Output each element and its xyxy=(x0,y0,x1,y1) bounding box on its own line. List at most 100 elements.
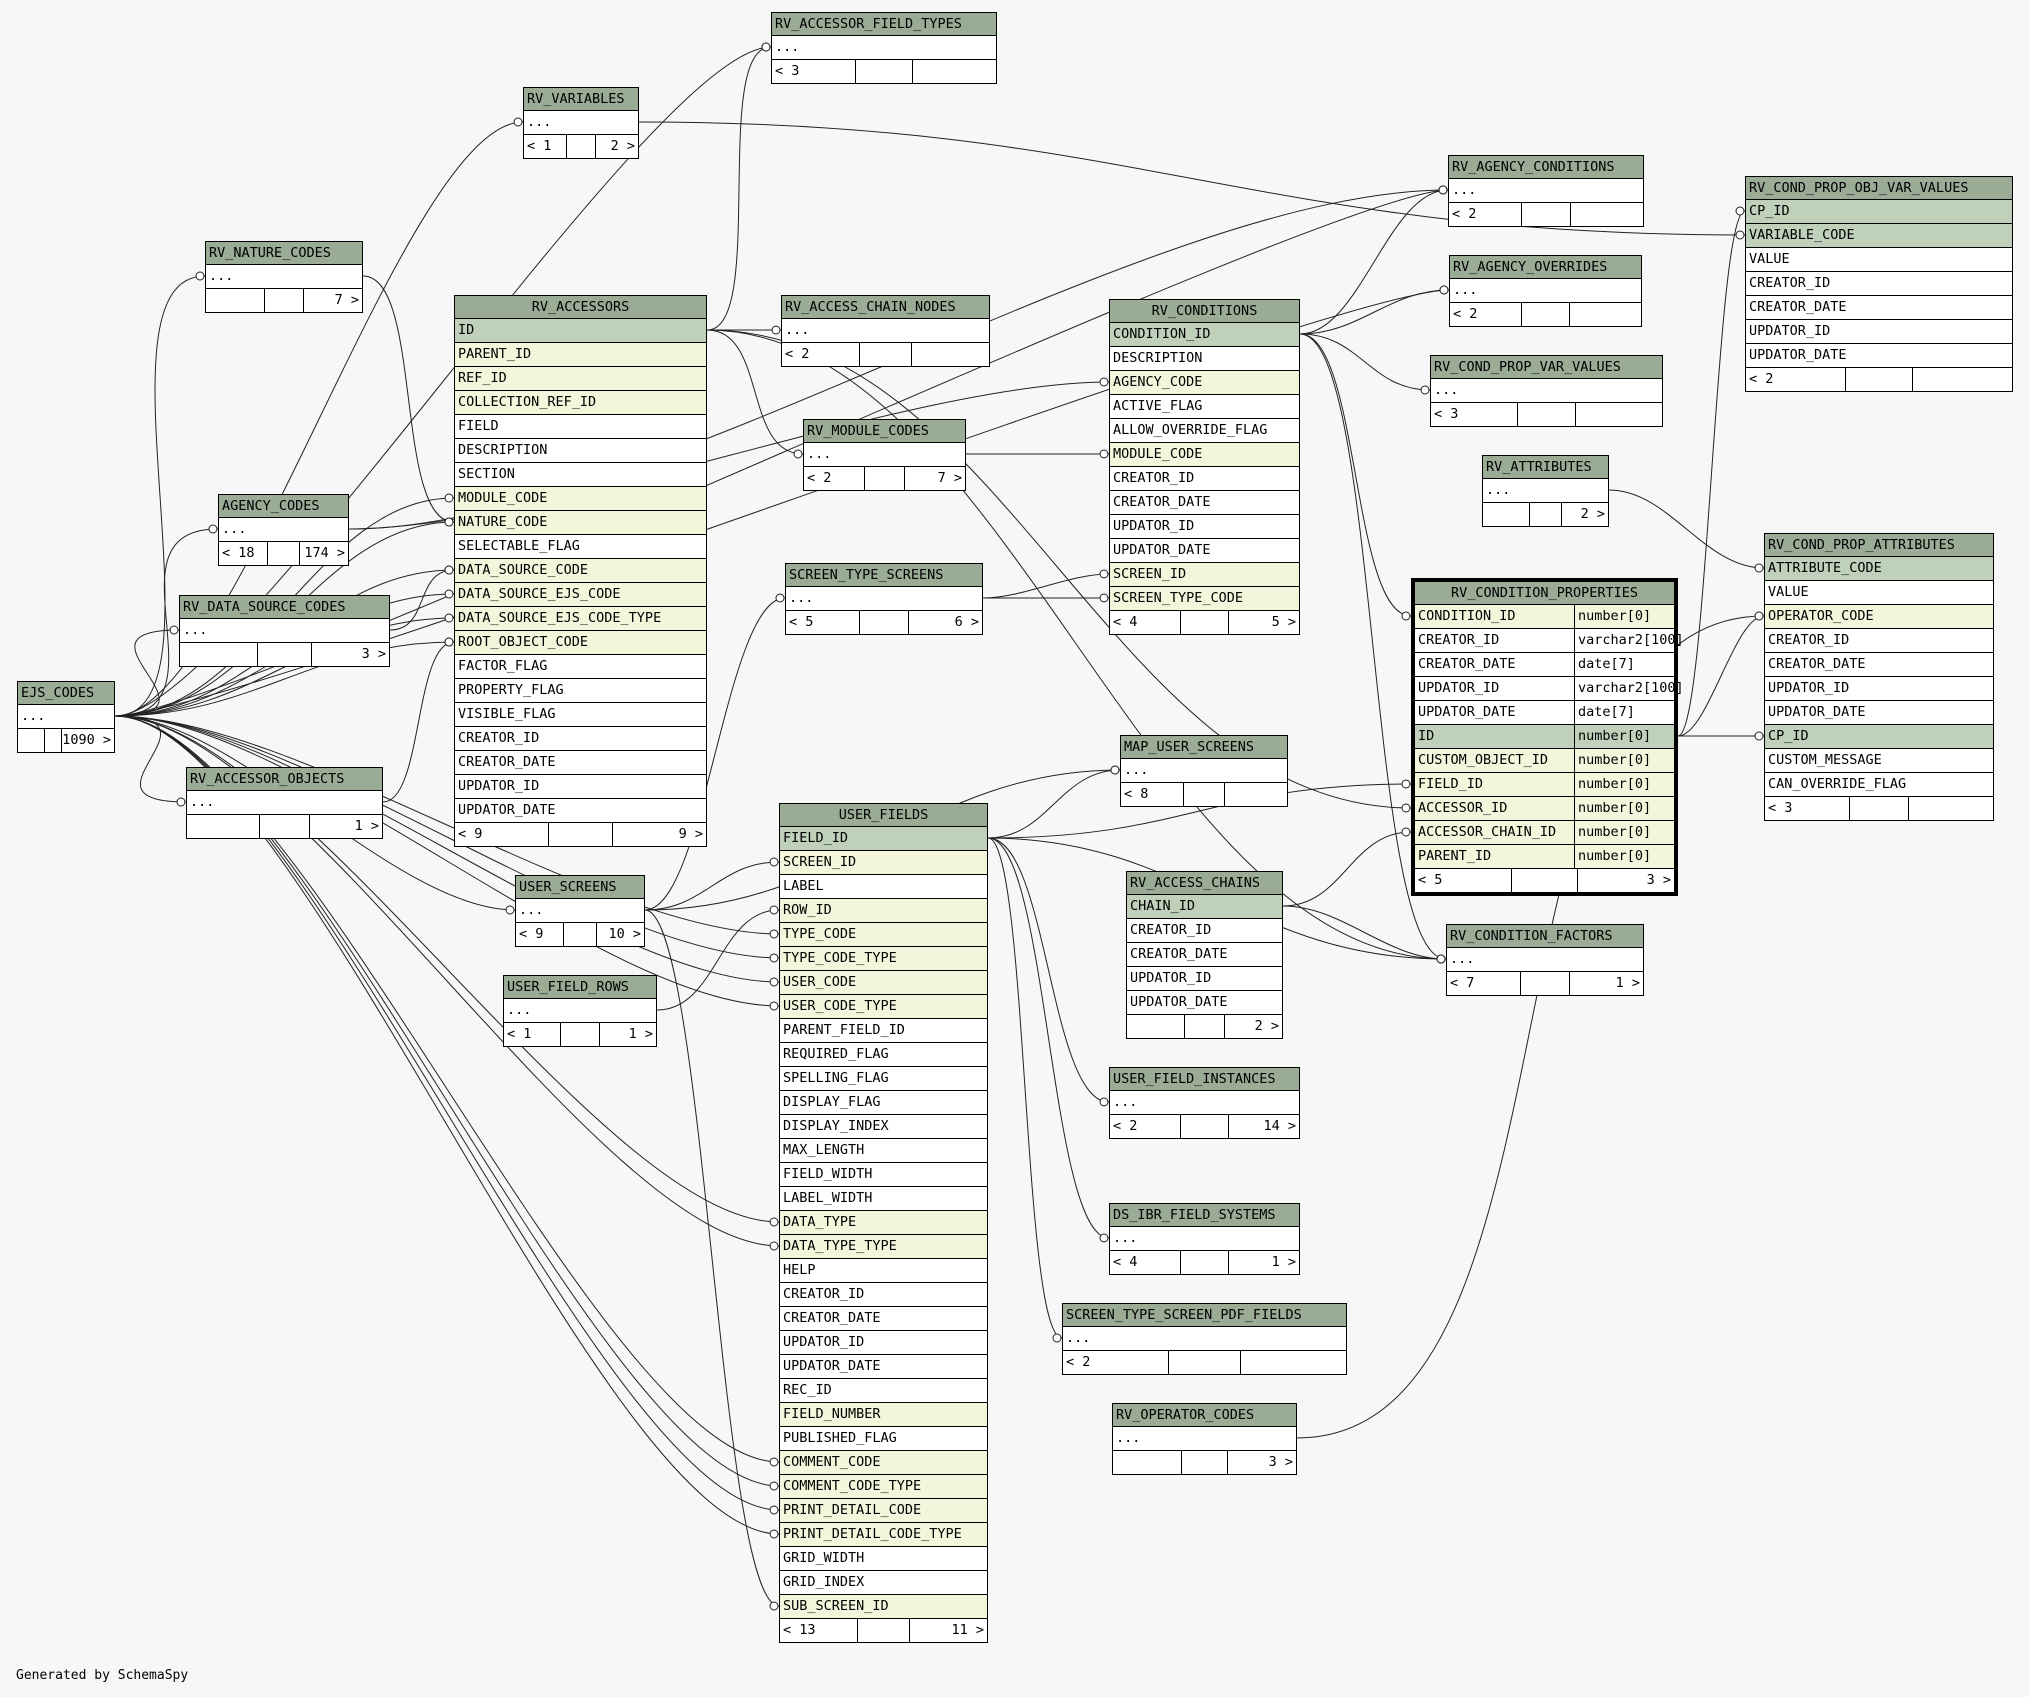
column-row[interactable]: REQUIRED_FLAG xyxy=(780,1043,987,1067)
table-title[interactable]: SCREEN_TYPE_SCREENS xyxy=(786,564,982,587)
column-row[interactable]: VISIBLE_FLAG xyxy=(455,703,706,727)
column-row[interactable]: REC_ID xyxy=(780,1379,987,1403)
column-row[interactable]: UPDATOR_DATE xyxy=(1127,991,1282,1015)
table-title[interactable]: RV_CONDITIONS xyxy=(1110,300,1299,323)
table-title[interactable]: RV_ACCESS_CHAINS xyxy=(1127,872,1282,895)
column-row[interactable]: DISPLAY_FLAG xyxy=(780,1091,987,1115)
table-footer[interactable]: < 2 xyxy=(1063,1351,1346,1374)
column-row[interactable]: CP_ID xyxy=(1765,725,1993,749)
column-row[interactable]: ACTIVE_FLAG xyxy=(1110,395,1299,419)
table-footer[interactable]: 1 > xyxy=(187,815,382,838)
table-rv-agency-overrides[interactable]: RV_AGENCY_OVERRIDES...< 2 xyxy=(1449,255,1642,327)
table-rv-access-chain-nodes[interactable]: RV_ACCESS_CHAIN_NODES...< 2 xyxy=(781,295,990,367)
column-row[interactable]: ... xyxy=(206,265,362,289)
column-row[interactable]: USER_CODE xyxy=(780,971,987,995)
column-row[interactable]: HELP xyxy=(780,1259,987,1283)
column-row[interactable]: GRID_INDEX xyxy=(780,1571,987,1595)
table-rv-agency-conditions[interactable]: RV_AGENCY_CONDITIONS...< 2 xyxy=(1448,155,1644,227)
table-footer[interactable]: < 2 xyxy=(1746,368,2012,391)
table-footer[interactable]: 7 > xyxy=(206,289,362,312)
column-row[interactable]: FIELD xyxy=(455,415,706,439)
column-row[interactable]: PRINT_DETAIL_CODE xyxy=(780,1499,987,1523)
column-row[interactable]: DESCRIPTION xyxy=(1110,347,1299,371)
column-row[interactable]: AGENCY_CODE xyxy=(1110,371,1299,395)
column-row[interactable]: ... xyxy=(1113,1427,1296,1451)
table-footer[interactable]: 3 > xyxy=(180,643,389,666)
column-row[interactable]: ... xyxy=(772,36,996,60)
column-row[interactable]: CREATOR_DATE xyxy=(1110,491,1299,515)
column-row[interactable]: PUBLISHED_FLAG xyxy=(780,1427,987,1451)
table-footer[interactable]: < 3 xyxy=(772,60,996,83)
column-row[interactable]: CREATOR_DATE xyxy=(1127,943,1282,967)
table-title[interactable]: RV_AGENCY_OVERRIDES xyxy=(1450,256,1641,279)
column-row[interactable]: ... xyxy=(1447,948,1643,972)
column-row[interactable]: ... xyxy=(1121,759,1287,783)
column-row[interactable]: PROPERTY_FLAG xyxy=(455,679,706,703)
column-row[interactable]: ... xyxy=(187,791,382,815)
column-row[interactable]: COMMENT_CODE xyxy=(780,1451,987,1475)
table-title[interactable]: RV_NATURE_CODES xyxy=(206,242,362,265)
column-row[interactable]: UPDATOR_DATE xyxy=(780,1355,987,1379)
column-row[interactable]: LABEL xyxy=(780,875,987,899)
column-row[interactable]: ... xyxy=(18,705,114,729)
table-rv-accessor-objects[interactable]: RV_ACCESSOR_OBJECTS...1 > xyxy=(186,767,383,839)
column-row[interactable]: DATA_TYPE_TYPE xyxy=(780,1235,987,1259)
table-title[interactable]: EJS_CODES xyxy=(18,682,114,705)
table-title[interactable]: RV_COND_PROP_ATTRIBUTES xyxy=(1765,534,1993,557)
column-row[interactable]: ATTRIBUTE_CODE xyxy=(1765,557,1993,581)
table-title[interactable]: RV_ACCESSOR_OBJECTS xyxy=(187,768,382,791)
column-row[interactable]: CREATOR_DATE xyxy=(1746,296,2012,320)
column-row[interactable]: ... xyxy=(1483,479,1608,503)
column-row[interactable]: DATA_TYPE xyxy=(780,1211,987,1235)
table-title[interactable]: RV_COND_PROP_VAR_VALUES xyxy=(1431,356,1662,379)
column-row[interactable]: PARENT_ID xyxy=(455,343,706,367)
column-row[interactable]: CREATOR_ID xyxy=(455,727,706,751)
column-row[interactable]: UPDATOR_DATE xyxy=(455,799,706,823)
column-row[interactable]: FIELD_ID xyxy=(780,827,987,851)
column-row[interactable]: SPELLING_FLAG xyxy=(780,1067,987,1091)
table-title[interactable]: RV_OPERATOR_CODES xyxy=(1113,1404,1296,1427)
table-footer[interactable]: < 2 xyxy=(1450,303,1641,326)
column-row[interactable]: FACTOR_FLAG xyxy=(455,655,706,679)
column-row[interactable]: COLLECTION_REF_ID xyxy=(455,391,706,415)
table-footer[interactable]: < 2 xyxy=(1449,203,1643,226)
column-row[interactable]: MODULE_CODE xyxy=(1110,443,1299,467)
table-title[interactable]: MAP_USER_SCREENS xyxy=(1121,736,1287,759)
column-row[interactable]: CAN_OVERRIDE_FLAG xyxy=(1765,773,1993,797)
column-row[interactable]: UPDATOR_DATE xyxy=(1110,539,1299,563)
column-row[interactable]: UPDATOR_DATE xyxy=(1746,344,2012,368)
column-row[interactable]: ... xyxy=(516,899,644,923)
column-row[interactable]: ... xyxy=(219,518,348,542)
column-row[interactable]: ... xyxy=(1110,1227,1299,1251)
column-row[interactable]: CREATOR_ID xyxy=(1110,467,1299,491)
column-row[interactable]: ID xyxy=(455,319,706,343)
table-title[interactable]: RV_MODULE_CODES xyxy=(804,420,965,443)
table-title[interactable]: RV_CONDITION_PROPERTIES xyxy=(1415,582,1674,605)
column-row[interactable]: OPERATOR_CODE xyxy=(1765,605,1993,629)
column-row[interactable]: CP_ID xyxy=(1746,200,2012,224)
table-title[interactable]: RV_COND_PROP_OBJ_VAR_VALUES xyxy=(1746,177,2012,200)
table-footer[interactable]: 2 > xyxy=(1127,1015,1282,1038)
column-row[interactable]: SCREEN_TYPE_CODE xyxy=(1110,587,1299,611)
column-row[interactable]: SCREEN_ID xyxy=(780,851,987,875)
column-row[interactable]: ALLOW_OVERRIDE_FLAG xyxy=(1110,419,1299,443)
